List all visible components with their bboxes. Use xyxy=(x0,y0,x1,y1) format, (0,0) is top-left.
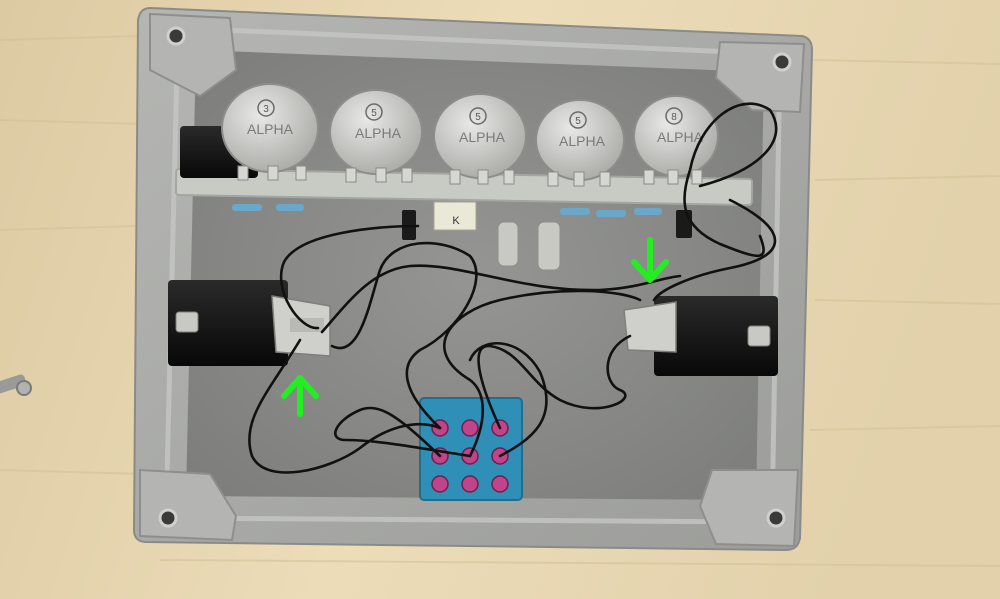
pot-3-brand: ALPHA xyxy=(459,129,506,145)
left-jack xyxy=(168,280,331,366)
resistors xyxy=(232,204,662,217)
arrow-up-annotation xyxy=(281,375,319,417)
pot-4: 5 ALPHA xyxy=(535,99,625,181)
arrow-down-annotation xyxy=(631,237,669,283)
pot-3-number: 5 xyxy=(475,112,481,123)
pot-5: 8 ALPHA xyxy=(633,95,719,177)
wires xyxy=(248,102,778,474)
film-capacitor xyxy=(433,201,477,231)
enclosure-floor xyxy=(186,50,764,500)
potentiometers: 3 ALPHA 5 ALPHA 5 ALPHA 5 ALPHA 8 ALPHA xyxy=(221,83,719,181)
pot-2-number: 5 xyxy=(371,108,377,119)
pot-4-brand: ALPHA xyxy=(559,133,606,149)
electrolytic-capacitors xyxy=(497,221,561,271)
pot-2-brand: ALPHA xyxy=(355,125,402,141)
pot-1-number: 3 xyxy=(263,104,269,115)
pot-lugs xyxy=(237,165,703,187)
pot-1-brand: ALPHA xyxy=(247,121,294,137)
mounting-holes xyxy=(158,26,792,528)
pot-5-brand: ALPHA xyxy=(657,129,704,145)
loose-screw xyxy=(0,374,32,396)
capacitor-marking: K xyxy=(452,215,460,227)
pot-2: 5 ALPHA xyxy=(329,89,423,175)
pot-5-number: 8 xyxy=(671,112,677,123)
wood-grain xyxy=(0,35,1000,567)
pot-4-number: 5 xyxy=(575,116,581,127)
pot-3: 5 ALPHA xyxy=(433,93,527,179)
footswitch-board xyxy=(419,397,523,501)
pot-1: 3 ALPHA xyxy=(221,83,319,173)
